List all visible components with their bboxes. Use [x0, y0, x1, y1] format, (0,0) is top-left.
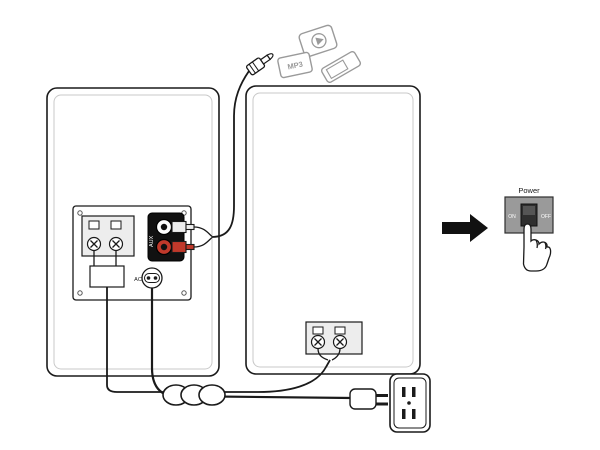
screw-icon: [181, 290, 187, 296]
aux-input-jacks: AUX: [147, 212, 185, 262]
voltage-box: [89, 265, 125, 288]
on-label: ON: [508, 214, 516, 220]
mp3-player-icon: MP3: [277, 51, 313, 79]
right-arrow-icon: [442, 214, 488, 242]
screw-icon: [77, 210, 83, 216]
speaker-terminal-right: [305, 321, 363, 361]
pointing-hand-icon: [522, 223, 552, 272]
mp3-label: MP3: [287, 59, 304, 71]
wall-outlet: [389, 373, 431, 433]
cord-coil: [162, 384, 226, 406]
ac-label: AC: [134, 277, 142, 283]
phone-icon: [320, 50, 362, 84]
speaker-terminal-left: [81, 215, 135, 266]
right-speaker: [245, 85, 421, 375]
power-switch-panel: Power ON OFF: [504, 186, 554, 234]
media-player-icon: [298, 24, 338, 58]
screw-icon: [77, 290, 83, 296]
aux-plug-3-5mm: [245, 53, 274, 76]
speaker-wire: [106, 287, 331, 393]
aux-label: AUX: [149, 235, 155, 247]
rca-plugs: [171, 220, 213, 254]
power-plug: [349, 388, 388, 410]
power-label: Power: [518, 186, 540, 195]
aux-cable: [211, 70, 250, 238]
off-label: OFF: [541, 214, 551, 220]
